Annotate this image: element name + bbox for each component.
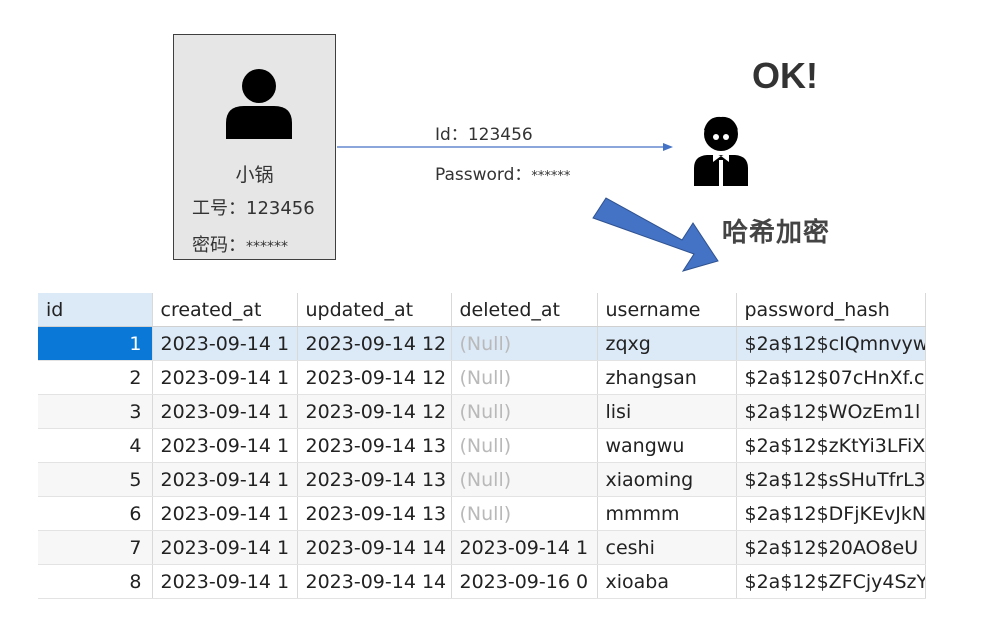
cell-password-hash[interactable]: $2a$12$07cHnXf.c <box>736 360 926 395</box>
user-icon <box>226 69 292 139</box>
cell-created-at[interactable]: 2023-09-14 1 <box>152 530 298 565</box>
table-row[interactable]: 8 2023-09-14 1 2023-09-14 14 2023-09-16 … <box>38 564 926 599</box>
column-header-id[interactable]: id <box>38 293 153 327</box>
cell-username[interactable]: wangwu <box>597 428 737 463</box>
column-header-username[interactable]: username <box>597 293 737 327</box>
cell-deleted-at[interactable]: 2023-09-14 1 <box>451 530 598 565</box>
cell-username[interactable]: xioaba <box>597 564 737 599</box>
cell-password-hash[interactable]: $2a$12$cIQmnvyw <box>736 326 926 361</box>
cell-password-hash[interactable]: $2a$12$DFjKEvJkN <box>736 496 926 531</box>
cell-updated-at[interactable]: 2023-09-14 12 <box>297 326 452 361</box>
table-row[interactable]: 3 2023-09-14 1 2023-09-14 12 (Null) lisi… <box>38 394 926 429</box>
ok-label: OK! <box>752 55 818 96</box>
cell-password-hash[interactable]: $2a$12$sSHuTfrL3 <box>736 462 926 497</box>
table-row[interactable]: 7 2023-09-14 1 2023-09-14 14 2023-09-14 … <box>38 530 926 565</box>
cell-id[interactable]: 6 <box>38 496 153 531</box>
cell-deleted-at[interactable]: (Null) <box>451 496 598 531</box>
table-row[interactable]: 2 2023-09-14 1 2023-09-14 12 (Null) zhan… <box>38 360 926 395</box>
hash-encrypt-label: 哈希加密 <box>722 218 831 248</box>
cell-created-at[interactable]: 2023-09-14 1 <box>152 564 298 599</box>
cell-deleted-at[interactable]: (Null) <box>451 360 598 395</box>
cell-updated-at[interactable]: 2023-09-14 13 <box>297 462 452 497</box>
cell-deleted-at[interactable]: (Null) <box>451 428 598 463</box>
password-row: 密码：****** <box>192 231 288 257</box>
table-row[interactable]: 1 2023-09-14 1 2023-09-14 12 (Null) zqxg… <box>38 326 926 361</box>
cell-created-at[interactable]: 2023-09-14 1 <box>152 428 298 463</box>
cell-deleted-at[interactable]: (Null) <box>451 462 598 497</box>
cell-username[interactable]: mmmm <box>597 496 737 531</box>
request-arrowhead <box>663 143 673 151</box>
cell-created-at[interactable]: 2023-09-14 1 <box>152 360 298 395</box>
hash-arrow <box>592 197 719 272</box>
password-label: 密码： <box>192 235 246 256</box>
cell-username[interactable]: zhangsan <box>597 360 737 395</box>
column-header-created-at[interactable]: created_at <box>152 293 298 327</box>
column-header-deleted-at[interactable]: deleted_at <box>451 293 598 327</box>
cell-id[interactable]: 8 <box>38 564 153 599</box>
table-row[interactable]: 6 2023-09-14 1 2023-09-14 13 (Null) mmmm… <box>38 496 926 531</box>
employee-id-row: 工号：123456 <box>192 194 315 220</box>
user-name: 小锅 <box>235 164 274 186</box>
admin-icon <box>694 116 748 186</box>
cell-id[interactable]: 7 <box>38 530 153 565</box>
cell-updated-at[interactable]: 2023-09-14 14 <box>297 564 452 599</box>
column-header-password-hash[interactable]: password_hash <box>736 293 926 327</box>
cell-username[interactable]: zqxg <box>597 326 737 361</box>
cell-password-hash[interactable]: $2a$12$20AO8eU <box>736 530 926 565</box>
request-id-label: Id： <box>435 125 468 145</box>
cell-username[interactable]: xiaoming <box>597 462 737 497</box>
request-id: Id：123456 <box>435 120 533 145</box>
cell-created-at[interactable]: 2023-09-14 1 <box>152 462 298 497</box>
cell-deleted-at[interactable]: (Null) <box>451 326 598 361</box>
employee-id-label: 工号： <box>192 198 246 219</box>
cell-id[interactable]: 4 <box>38 428 153 463</box>
cell-id[interactable]: 2 <box>38 360 153 395</box>
cell-id[interactable]: 1 <box>38 326 153 361</box>
user-card: 小锅 工号：123456 密码：****** <box>173 34 336 260</box>
cell-created-at[interactable]: 2023-09-14 1 <box>152 394 298 429</box>
cell-updated-at[interactable]: 2023-09-14 13 <box>297 496 452 531</box>
column-header-updated-at[interactable]: updated_at <box>297 293 452 327</box>
cell-deleted-at[interactable]: (Null) <box>451 394 598 429</box>
cell-updated-at[interactable]: 2023-09-14 12 <box>297 394 452 429</box>
cell-password-hash[interactable]: $2a$12$zKtYi3LFiX <box>736 428 926 463</box>
cell-id[interactable]: 5 <box>38 462 153 497</box>
employee-id-value: 123456 <box>246 198 315 219</box>
request-password-label: Password： <box>435 165 532 185</box>
request-password: Password：****** <box>435 160 570 185</box>
cell-updated-at[interactable]: 2023-09-14 13 <box>297 428 452 463</box>
table-row[interactable]: 4 2023-09-14 1 2023-09-14 13 (Null) wang… <box>38 428 926 463</box>
cell-updated-at[interactable]: 2023-09-14 14 <box>297 530 452 565</box>
cell-password-hash[interactable]: $2a$12$WOzEm1l <box>736 394 926 429</box>
request-password-value: ****** <box>531 169 571 184</box>
table-header-row: id created_at updated_at deleted_at user… <box>38 293 926 327</box>
table-row[interactable]: 5 2023-09-14 1 2023-09-14 13 (Null) xiao… <box>38 462 926 497</box>
cell-username[interactable]: lisi <box>597 394 737 429</box>
users-table: id created_at updated_at deleted_at user… <box>38 293 926 599</box>
request-id-value: 123456 <box>467 125 533 145</box>
cell-created-at[interactable]: 2023-09-14 1 <box>152 326 298 361</box>
cell-password-hash[interactable]: $2a$12$ZFCjy4SzY <box>736 564 926 599</box>
cell-id[interactable]: 3 <box>38 394 153 429</box>
cell-deleted-at[interactable]: 2023-09-16 0 <box>451 564 598 599</box>
password-value: ****** <box>246 239 288 255</box>
cell-username[interactable]: ceshi <box>597 530 737 565</box>
cell-updated-at[interactable]: 2023-09-14 12 <box>297 360 452 395</box>
cell-created-at[interactable]: 2023-09-14 1 <box>152 496 298 531</box>
